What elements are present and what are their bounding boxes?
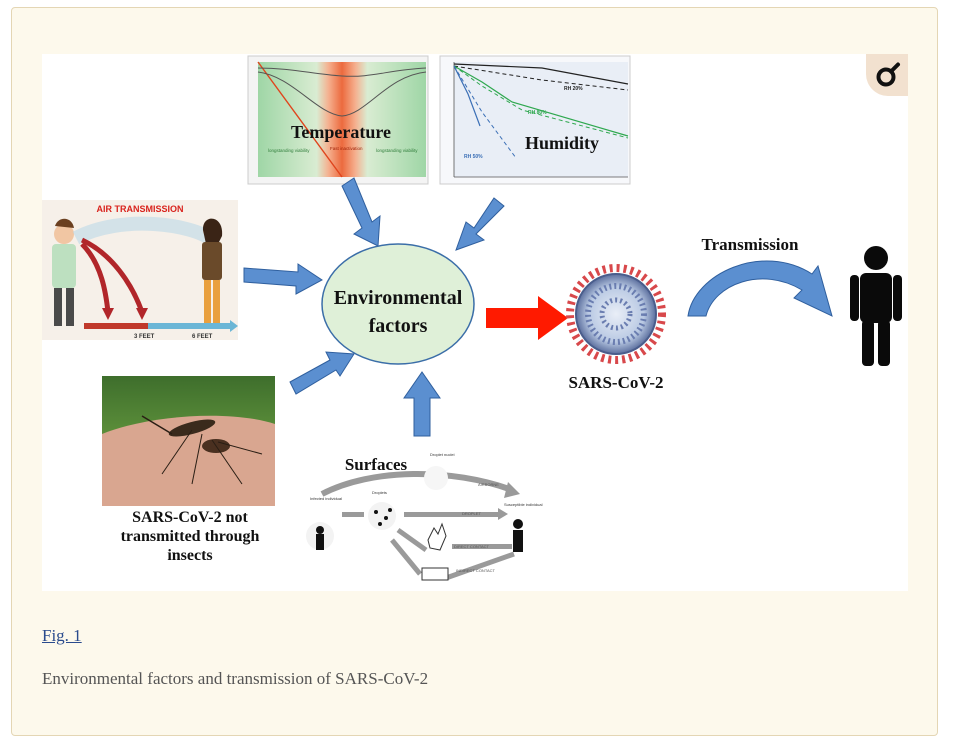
arrow-from-insects [289, 351, 355, 395]
figure-image[interactable]: longstanding viability Fast inactivation… [42, 54, 908, 591]
surfaces-droplets: Droplets [372, 490, 387, 495]
humidity-panel: RH 20% RH 80% RH 50% Humidity [439, 55, 631, 185]
air-transmission-panel: AIR TRANSMISSION 3 FEET 6 FEET [42, 200, 238, 340]
surfaces-susceptible: Susceptible individual [504, 502, 543, 507]
surfaces-direct: DIRECT CONTACT [454, 544, 490, 549]
arrow-from-temperature [341, 177, 381, 247]
mosquito-panel [102, 376, 275, 506]
zoom-button[interactable] [866, 54, 908, 96]
transmission-label: Transmission [702, 235, 800, 254]
arrow-from-air [243, 263, 323, 295]
insects-line-3: insects [167, 547, 212, 564]
center-line-2: factors [369, 315, 428, 337]
person-icon [850, 246, 902, 366]
zoom-icon [876, 62, 900, 87]
surfaces-indirect: INDIRECT CONTACT [456, 568, 496, 573]
surfaces-panel: Surfaces Infected individual Droplets Dr… [306, 452, 543, 581]
insects-line-2: transmitted through [121, 528, 260, 545]
center-line-1: Environmental [334, 287, 463, 309]
surfaces-infected: Infected individual [310, 496, 342, 501]
transmission-arrow [687, 260, 833, 317]
humidity-rh80: RH 80% [528, 110, 547, 116]
figure-link[interactable]: Fig. 1 [42, 626, 82, 645]
surfaces-airborne: AIRBORNE [478, 482, 499, 487]
arrow-from-surfaces [403, 371, 441, 437]
input-arrows [243, 177, 505, 437]
humidity-rh50: RH 50% [464, 154, 483, 160]
surfaces-title: Surfaces [345, 455, 408, 474]
environmental-factors-node: Environmental factors [321, 243, 475, 365]
temp-left-zone: longstanding viability [268, 148, 310, 153]
temperature-panel: longstanding viability Fast inactivation… [247, 55, 429, 185]
sars-cov-2-virus [566, 264, 666, 364]
surfaces-droplet-nuclei: Droplet nuclei [430, 452, 455, 457]
arrow-from-humidity [455, 197, 505, 251]
temp-mid-zone: Fast inactivation [330, 146, 363, 151]
air-dist-6feet: 6 FEET [192, 334, 213, 340]
temp-right-zone: longstanding viability [376, 148, 418, 153]
air-dist-3feet: 3 FEET [134, 334, 155, 340]
humidity-rh20: RH 20% [564, 86, 583, 92]
insects-line-1: SARS-CoV-2 not [132, 509, 248, 526]
surfaces-droplet: DROPLET [462, 511, 481, 516]
red-arrow [486, 296, 568, 340]
humidity-title: Humidity [525, 133, 599, 153]
figure-caption: Environmental factors and transmission o… [42, 669, 429, 688]
air-transmission-title: AIR TRANSMISSION [96, 204, 183, 214]
virus-label: SARS-CoV-2 [568, 373, 663, 392]
temperature-title: Temperature [291, 122, 391, 142]
